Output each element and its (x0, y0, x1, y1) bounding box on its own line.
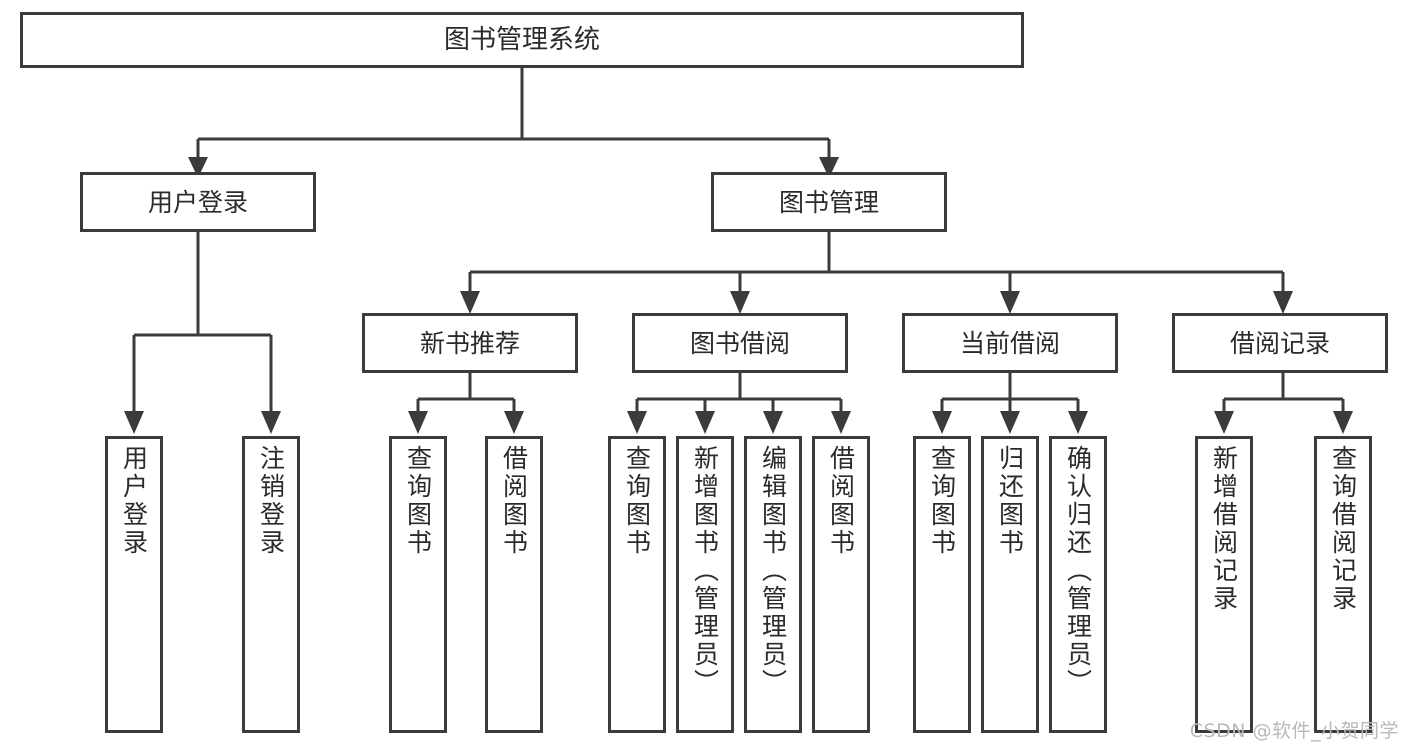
arrowhead-leaf-borrow-book-1 (504, 411, 524, 434)
arrowhead-leaf-user-login (124, 411, 144, 434)
node-book-borrow[interactable]: 图书借阅 (632, 313, 848, 373)
node-leaf-edit-book-label: 编辑图书（管理员） (758, 445, 788, 697)
node-user-login-label: 用户登录 (147, 187, 248, 217)
node-new-book-recommend[interactable]: 新书推荐 (362, 313, 578, 373)
node-user-login[interactable]: 用户登录 (80, 172, 316, 232)
arrowhead-leaf-user-logout (261, 411, 281, 434)
node-leaf-return-book[interactable]: 归还图书 (981, 436, 1039, 733)
node-leaf-user-logout[interactable]: 注销登录 (242, 436, 300, 733)
node-leaf-borrow-book-2-label: 借阅图书 (826, 445, 856, 557)
node-leaf-borrow-book-1[interactable]: 借阅图书 (485, 436, 543, 733)
watermark: CSDN @软件_小贺同学 (1189, 720, 1399, 742)
arrowhead-borrow-record (1273, 291, 1293, 314)
node-borrow-record-label: 借阅记录 (1229, 328, 1330, 358)
node-leaf-add-borrow-record-label: 新增借阅记录 (1209, 445, 1239, 613)
node-leaf-edit-book[interactable]: 编辑图书（管理员） (744, 436, 802, 733)
arrowhead-leaf-query-book-3 (932, 411, 952, 434)
node-leaf-add-borrow-record[interactable]: 新增借阅记录 (1195, 436, 1253, 733)
node-leaf-query-book-2-label: 查询图书 (622, 445, 652, 557)
node-leaf-borrow-book-2[interactable]: 借阅图书 (812, 436, 870, 733)
node-leaf-query-book-1[interactable]: 查询图书 (389, 436, 447, 733)
node-book-borrow-label: 图书借阅 (689, 328, 790, 358)
arrowhead-leaf-query-borrow-record (1333, 411, 1353, 434)
arrowhead-book-borrow (730, 291, 750, 314)
node-book-manage[interactable]: 图书管理 (711, 172, 947, 232)
arrowhead-leaf-return-book (1000, 411, 1020, 434)
node-leaf-user-login[interactable]: 用户登录 (105, 436, 163, 733)
node-leaf-query-book-3-label: 查询图书 (927, 445, 957, 557)
node-root[interactable]: 图书管理系统 (20, 12, 1024, 68)
node-leaf-user-logout-label: 注销登录 (256, 445, 286, 557)
arrowhead-leaf-add-book (695, 411, 715, 434)
node-leaf-borrow-book-1-label: 借阅图书 (499, 445, 529, 557)
node-new-book-recommend-label: 新书推荐 (419, 328, 520, 358)
node-leaf-query-borrow-record-label: 查询借阅记录 (1328, 445, 1358, 613)
arrowhead-leaf-query-book-1 (408, 411, 428, 434)
arrowhead-leaf-query-book-2 (627, 411, 647, 434)
arrowhead-leaf-borrow-book-2 (831, 411, 851, 434)
node-leaf-user-login-label: 用户登录 (119, 445, 149, 557)
node-root-label: 图书管理系统 (443, 24, 600, 55)
node-leaf-add-book-label: 新增图书（管理员） (690, 445, 720, 697)
node-leaf-query-book-3[interactable]: 查询图书 (913, 436, 971, 733)
node-leaf-query-borrow-record[interactable]: 查询借阅记录 (1314, 436, 1372, 733)
node-leaf-add-book[interactable]: 新增图书（管理员） (676, 436, 734, 733)
node-leaf-query-book-2[interactable]: 查询图书 (608, 436, 666, 733)
arrowhead-leaf-edit-book (763, 411, 783, 434)
node-leaf-confirm-return[interactable]: 确认归还（管理员） (1049, 436, 1107, 733)
node-leaf-query-book-1-label: 查询图书 (403, 445, 433, 557)
node-book-manage-label: 图书管理 (778, 187, 879, 217)
arrowhead-current-borrow (1000, 291, 1020, 314)
arrowhead-leaf-add-borrow-record (1214, 411, 1234, 434)
node-leaf-confirm-return-label: 确认归还（管理员） (1063, 445, 1093, 697)
arrowhead-leaf-confirm-return (1068, 411, 1088, 434)
node-current-borrow-label: 当前借阅 (959, 328, 1060, 358)
node-leaf-return-book-label: 归还图书 (995, 445, 1025, 557)
arrowhead-new-book-recommend (460, 291, 480, 314)
node-current-borrow[interactable]: 当前借阅 (902, 313, 1118, 373)
node-borrow-record[interactable]: 借阅记录 (1172, 313, 1388, 373)
